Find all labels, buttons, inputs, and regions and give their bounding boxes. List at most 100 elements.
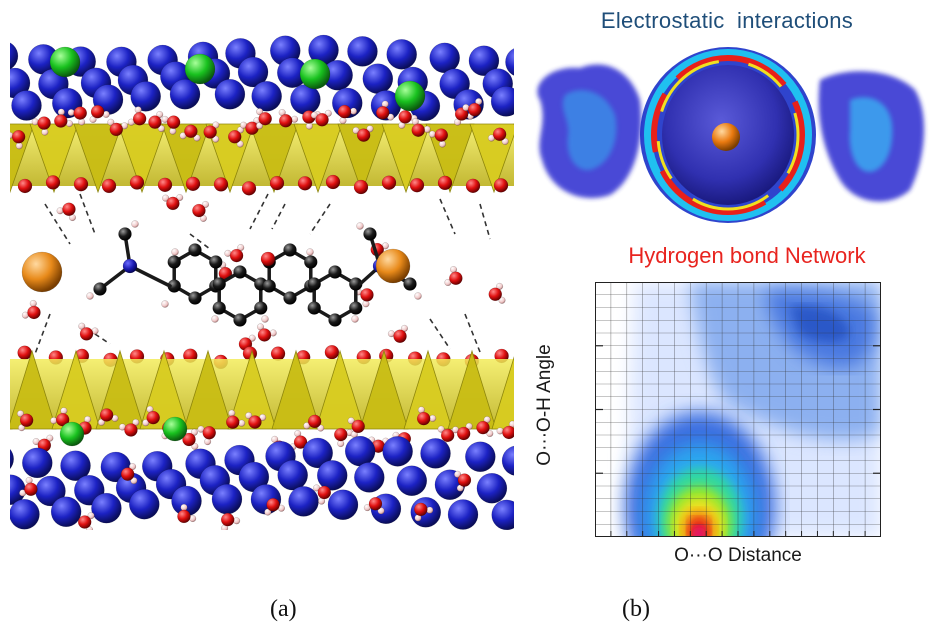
water-oxygen: [492, 127, 507, 142]
blue-atom: [130, 81, 161, 112]
hydrogen-atom: [157, 124, 165, 133]
hydrogen-bond: [79, 193, 96, 235]
surface-oxygen: [73, 176, 89, 192]
surface-oxygen: [157, 177, 173, 193]
silicate-tetrahedron: [271, 349, 321, 430]
electrostatic-isosurface-svg: [537, 47, 925, 223]
hydrogen-atom: [347, 417, 355, 425]
green-atom: [59, 421, 85, 447]
hydrogen-atom: [356, 222, 364, 230]
hbond-heatmap-svg: [595, 282, 881, 537]
hydrogen-atom: [193, 134, 201, 142]
carbon-atom: [212, 301, 226, 315]
blue-atom: [468, 45, 500, 77]
carbon-atom: [283, 243, 297, 257]
water-oxygen: [411, 123, 425, 137]
hydrogen-atom: [245, 412, 253, 420]
silicate-tetrahedron: [249, 123, 299, 194]
surface-oxygen: [409, 177, 425, 193]
water-oxygen: [398, 110, 412, 124]
green-atom: [49, 46, 81, 78]
hydrogen-atom: [306, 248, 314, 256]
water-oxygen: [317, 485, 332, 500]
blue-atom: [169, 79, 201, 110]
hydrogen-atom: [162, 194, 170, 202]
blue-atom: [420, 438, 451, 469]
hydrogen-atom: [191, 442, 199, 450]
surface-oxygen: [45, 175, 61, 190]
hydrogen-atom: [212, 121, 220, 129]
hydrogen-bond: [189, 233, 211, 250]
surface-oxygen: [493, 178, 509, 193]
hydrogen-atom: [256, 108, 264, 116]
water-oxygen: [192, 203, 206, 218]
hydrogen-atom: [16, 410, 25, 418]
hydrogen-atom: [486, 429, 494, 438]
blue-atom: [429, 42, 460, 74]
silicate-tetrahedron: [447, 349, 497, 430]
carbon-atom: [212, 277, 226, 291]
right-charge-core: [849, 97, 893, 172]
central-cation: [712, 123, 740, 151]
green-atom: [162, 416, 188, 442]
green-atom: [394, 80, 426, 112]
heatmap-frame: [595, 282, 881, 537]
blue-atom: [316, 460, 348, 491]
hydrogen-atom: [414, 292, 422, 300]
hydrogen-atom: [46, 434, 54, 442]
silicate-tetrahedron: [491, 356, 514, 430]
hydrogen-bond: [464, 313, 481, 353]
nitrogen-atom: [122, 258, 138, 274]
surface-oxygen: [269, 175, 285, 191]
carbon-atom: [188, 243, 202, 257]
hydrogen-atom: [324, 109, 332, 117]
water-oxygen: [476, 420, 490, 435]
water-oxygen: [202, 426, 216, 440]
surface-oxygen: [381, 175, 397, 190]
hydrogen-atom: [176, 194, 184, 202]
blue-atom: [386, 39, 417, 70]
water-oxygen: [132, 111, 147, 126]
surface-oxygen: [17, 178, 33, 194]
water-oxygen: [229, 248, 244, 263]
carbon-atom: [254, 301, 268, 315]
bottom-silicate-layer: [10, 344, 514, 530]
water-oxygen: [120, 467, 135, 481]
water-oxygen: [109, 122, 124, 137]
carbon-atom: [403, 277, 417, 291]
water-oxygen: [99, 408, 114, 422]
hydrogen-atom: [236, 126, 245, 134]
water-oxygen: [488, 287, 503, 302]
blue-atom: [447, 499, 479, 530]
surface-oxygen: [465, 178, 481, 194]
blue-atom: [10, 448, 14, 470]
water-oxygen: [248, 415, 262, 429]
water-oxygen: [502, 425, 514, 440]
hydrogen-bond: [44, 203, 71, 245]
hydrogen-atom: [211, 315, 219, 323]
water-oxygen: [166, 196, 180, 211]
water-oxygen: [337, 104, 352, 119]
water-oxygen: [393, 329, 407, 343]
hydrogen-atom: [142, 419, 150, 427]
hydrogen-bond: [249, 193, 269, 230]
water-oxygen: [166, 115, 181, 129]
water-oxygen: [79, 327, 94, 341]
surface-oxygen: [325, 174, 341, 190]
charge-shell-red: [651, 55, 805, 215]
silicate-tetrahedron: [29, 123, 79, 194]
hydrogen-atom: [377, 507, 385, 515]
water-oxygen: [24, 482, 38, 497]
carbon-atom: [328, 313, 342, 327]
carbon-atom: [209, 255, 223, 269]
water-oxygen: [315, 113, 329, 127]
hydrogen-atom: [130, 477, 138, 485]
molecular-structure-illustration: [10, 34, 514, 530]
hydrogen-bond: [429, 318, 451, 350]
hydrogen-atom: [131, 220, 139, 228]
carbon-atom: [363, 227, 377, 241]
hydrogen-atom: [317, 424, 325, 432]
hydrogen-atom: [18, 424, 26, 432]
interlayer-structure-svg: [10, 34, 514, 530]
carbon-atom: [233, 313, 247, 327]
